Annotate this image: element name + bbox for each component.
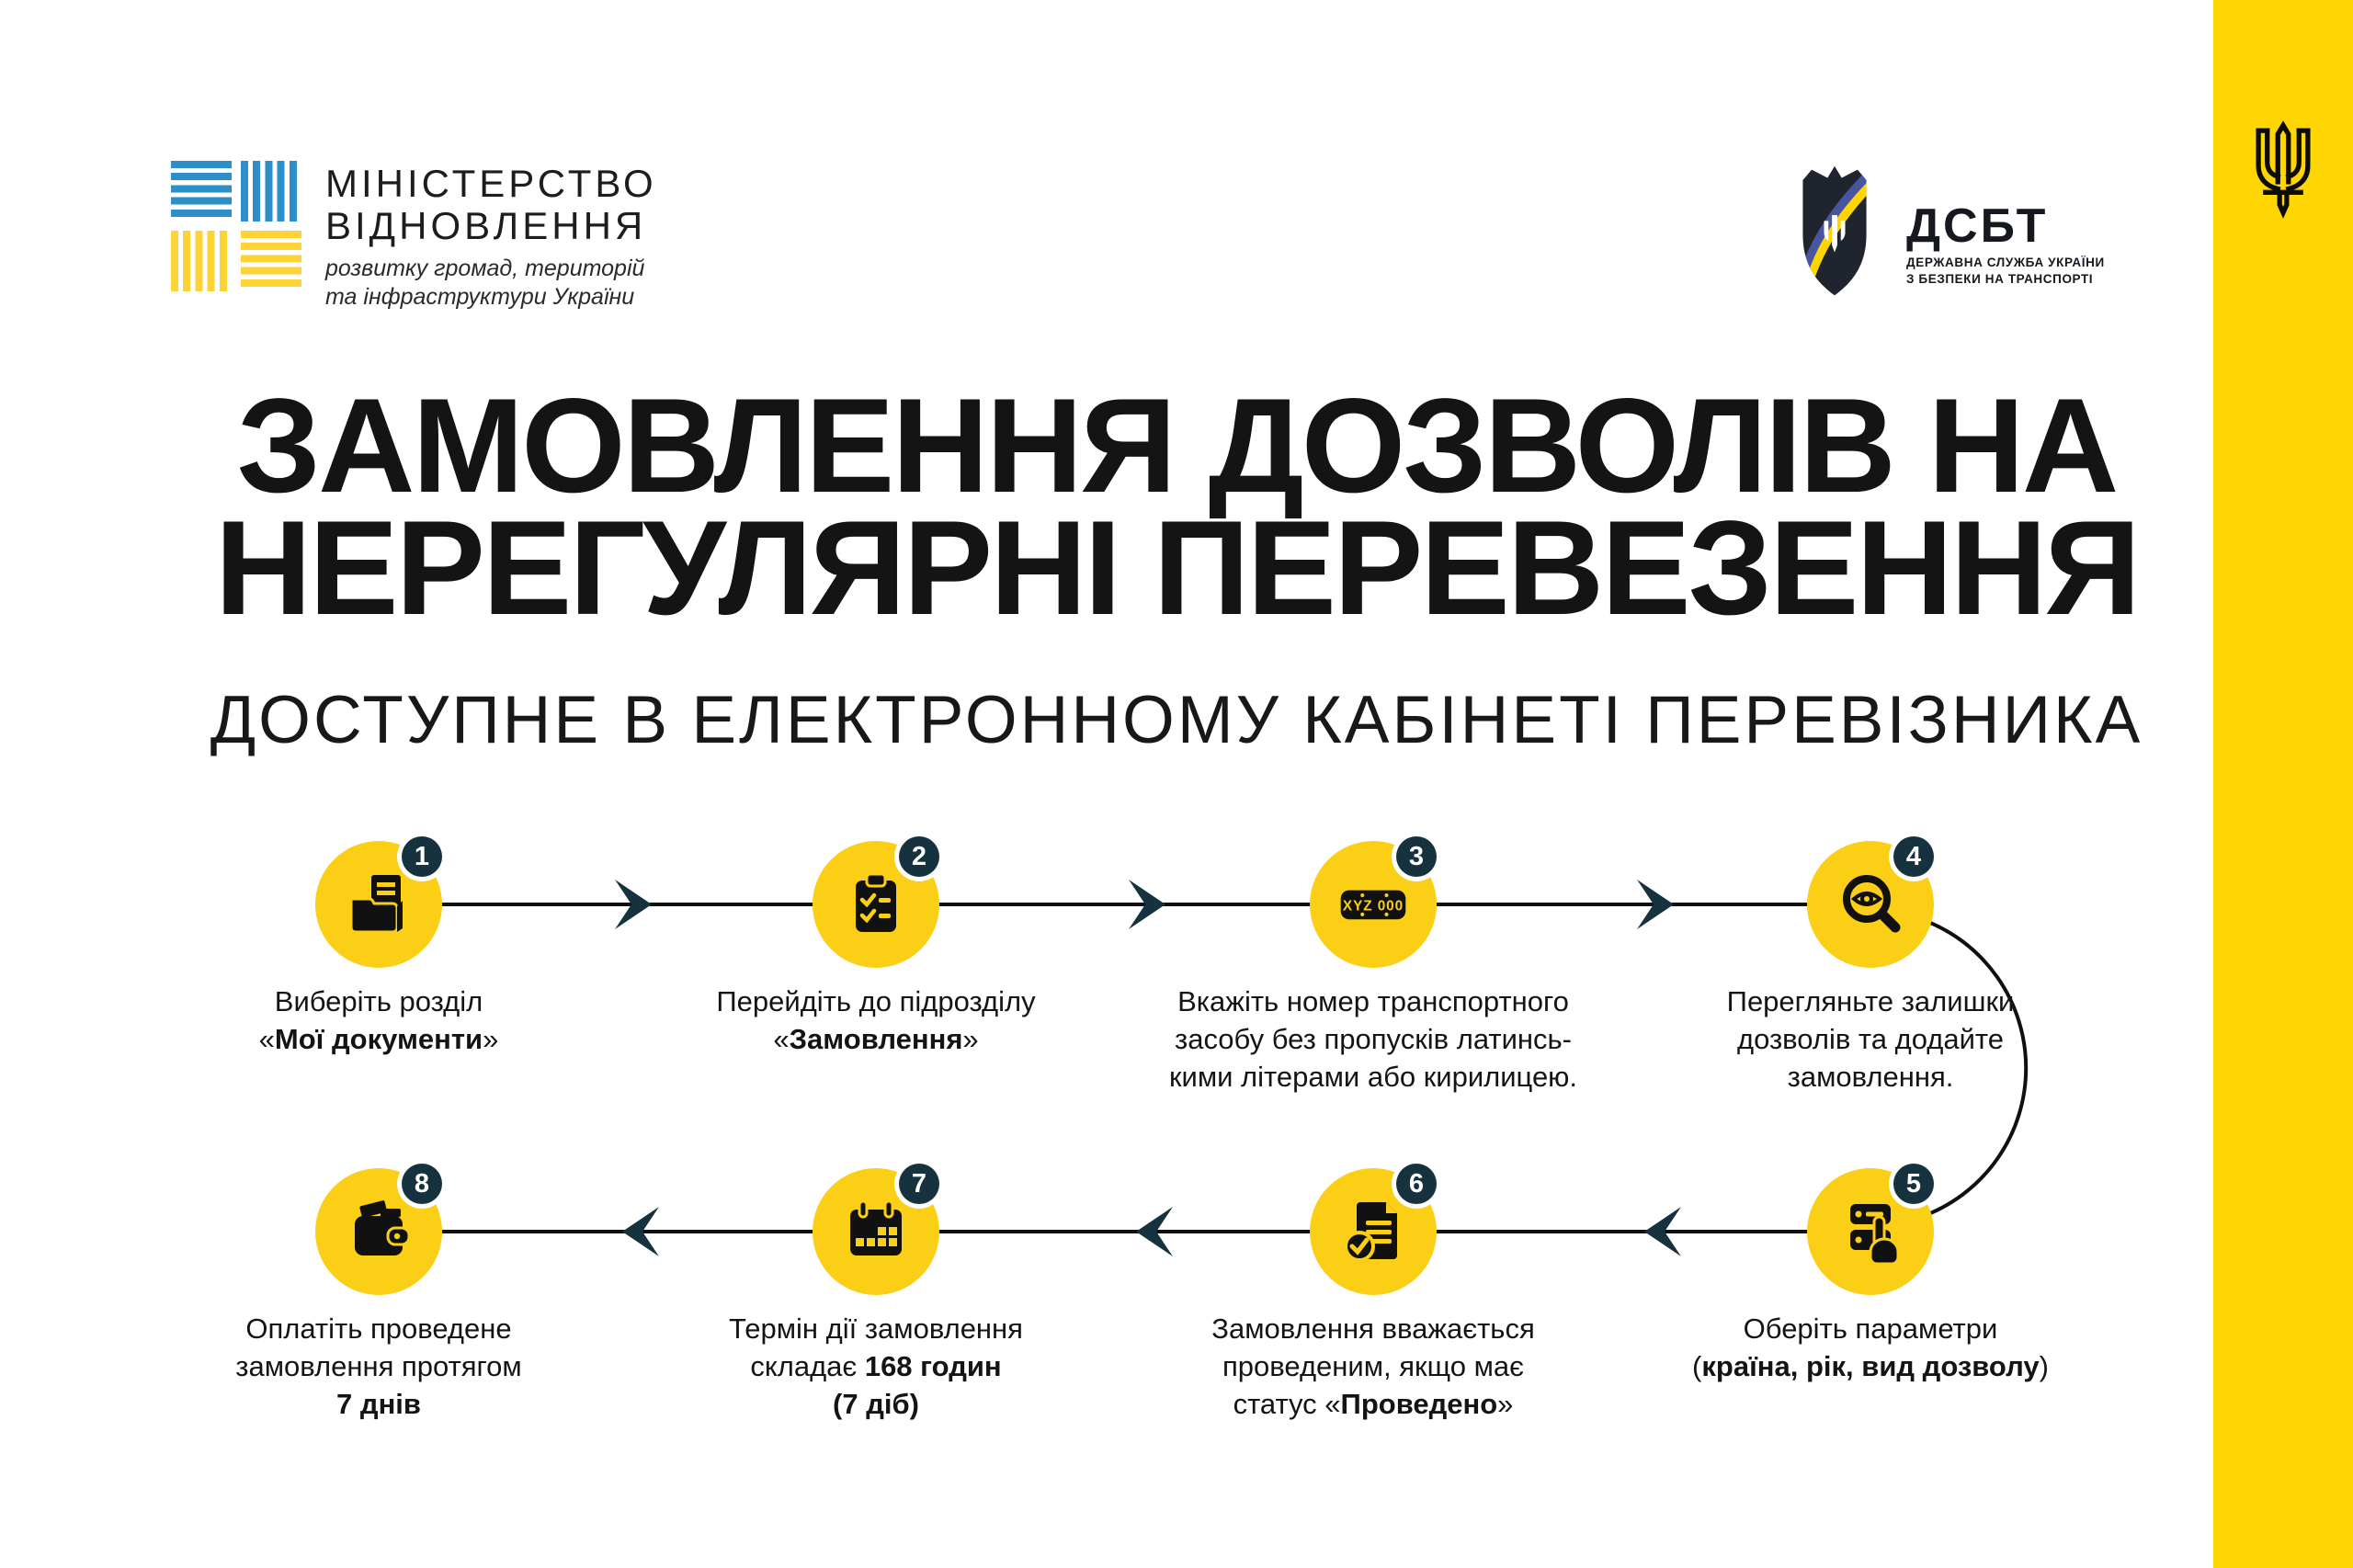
clipboard-icon: [841, 869, 911, 939]
logo-stripes-yellow-vertical: [171, 231, 232, 291]
ministry-subtitle-line1: розвитку громад, територій: [325, 256, 645, 281]
step-number-badge: 6: [1396, 1164, 1437, 1204]
step-number-badge: 5: [1893, 1164, 1934, 1204]
calendar-icon: [841, 1197, 911, 1267]
step-node-1: 1 Виберіть розділ«Мої документи»: [140, 836, 618, 1058]
page-title-line2: НЕРЕГУЛЯРНІ ПЕРЕВЕЗЕННЯ: [214, 493, 2141, 642]
ministry-logo: МІНІСТЕРСТВО ВІДНОВЛЕННЯ розвитку громад…: [171, 161, 657, 312]
magnifier-eye-icon: [1836, 869, 1905, 939]
logo-stripes-blue-vertical: [241, 161, 301, 222]
flow-chevrons: [615, 880, 1681, 1256]
step-circle: 1: [315, 836, 442, 968]
dsbt-logo: ДСБТ ДЕРЖАВНА СЛУЖБА УКРАЇНИ З БЕЗПЕКИ Н…: [1790, 163, 2105, 302]
step-description: Оберіть параметри(країна, рік, вид дозво…: [1692, 1312, 2049, 1382]
logo-stripes-yellow-horizontal: [241, 231, 301, 291]
dsbt-subtitle-line1: ДЕРЖАВНА СЛУЖБА УКРАЇНИ: [1906, 256, 2105, 269]
license-plate-icon: XYZ 000: [1338, 869, 1408, 939]
page-title: ЗАМОВЛЕННЯ ДОЗВОЛІВ НА НЕРЕГУЛЯРНІ ПЕРЕВ…: [0, 379, 2353, 635]
step-description: Виберіть розділ«Мої документи»: [258, 985, 499, 1055]
step-number-badge: 1: [402, 836, 442, 877]
trident-icon: [2256, 120, 2311, 219]
step-circle: 7: [813, 1164, 939, 1295]
logo-stripes-blue-horizontal: [171, 161, 232, 222]
step-circle: 2: [813, 836, 939, 968]
dsbt-subtitle-line2: З БЕЗПЕКИ НА ТРАНСПОРТІ: [1906, 272, 2094, 286]
folder-icon: [344, 869, 414, 939]
page-subtitle: ДОСТУПНЕ В ЕЛЕКТРОННОМУ КАБІНЕТІ ПЕРЕВІЗ…: [210, 683, 2143, 757]
ministry-logo-mark: [171, 161, 301, 291]
page-title-line1: ЗАМОВЛЕННЯ ДОЗВОЛІВ НА: [236, 370, 2120, 520]
step-number-badge: 3: [1396, 836, 1437, 877]
step-circle: 5: [1807, 1164, 1934, 1295]
svg-text:XYZ 000: XYZ 000: [1343, 898, 1404, 914]
step-circle: XYZ 000 3: [1310, 836, 1437, 968]
document-check-icon: [1338, 1197, 1408, 1267]
step-number-badge: 8: [402, 1164, 442, 1204]
step-node-5: 5 Оберіть параметри(країна, рік, вид доз…: [1631, 1164, 2109, 1385]
dsbt-shield-icon: [1802, 165, 1867, 296]
ministry-name-line2: ВІДНОВЛЕННЯ: [325, 204, 647, 247]
dsbt-abbr: ДСБТ: [1906, 199, 2049, 253]
ministry-name-line1: МІНІСТЕРСТВО: [325, 162, 657, 205]
yellow-side-band: [2213, 0, 2353, 1568]
step-description: Перейдіть до підрозділу«Замовлення»: [716, 985, 1036, 1055]
step-number-badge: 7: [899, 1164, 939, 1204]
wallet-icon: [344, 1197, 414, 1267]
step-circle: 8: [315, 1164, 442, 1295]
hand-select-icon: [1836, 1197, 1905, 1267]
step-node-2: 2 Перейдіть до підрозділу«Замовлення»: [637, 836, 1115, 1058]
step-circle: 6: [1310, 1164, 1437, 1295]
step-number-badge: 2: [899, 836, 939, 877]
step-circle: 4: [1807, 836, 1934, 968]
step-number-badge: 4: [1893, 836, 1934, 877]
ministry-subtitle-line2: та інфраструктури України: [325, 284, 635, 310]
